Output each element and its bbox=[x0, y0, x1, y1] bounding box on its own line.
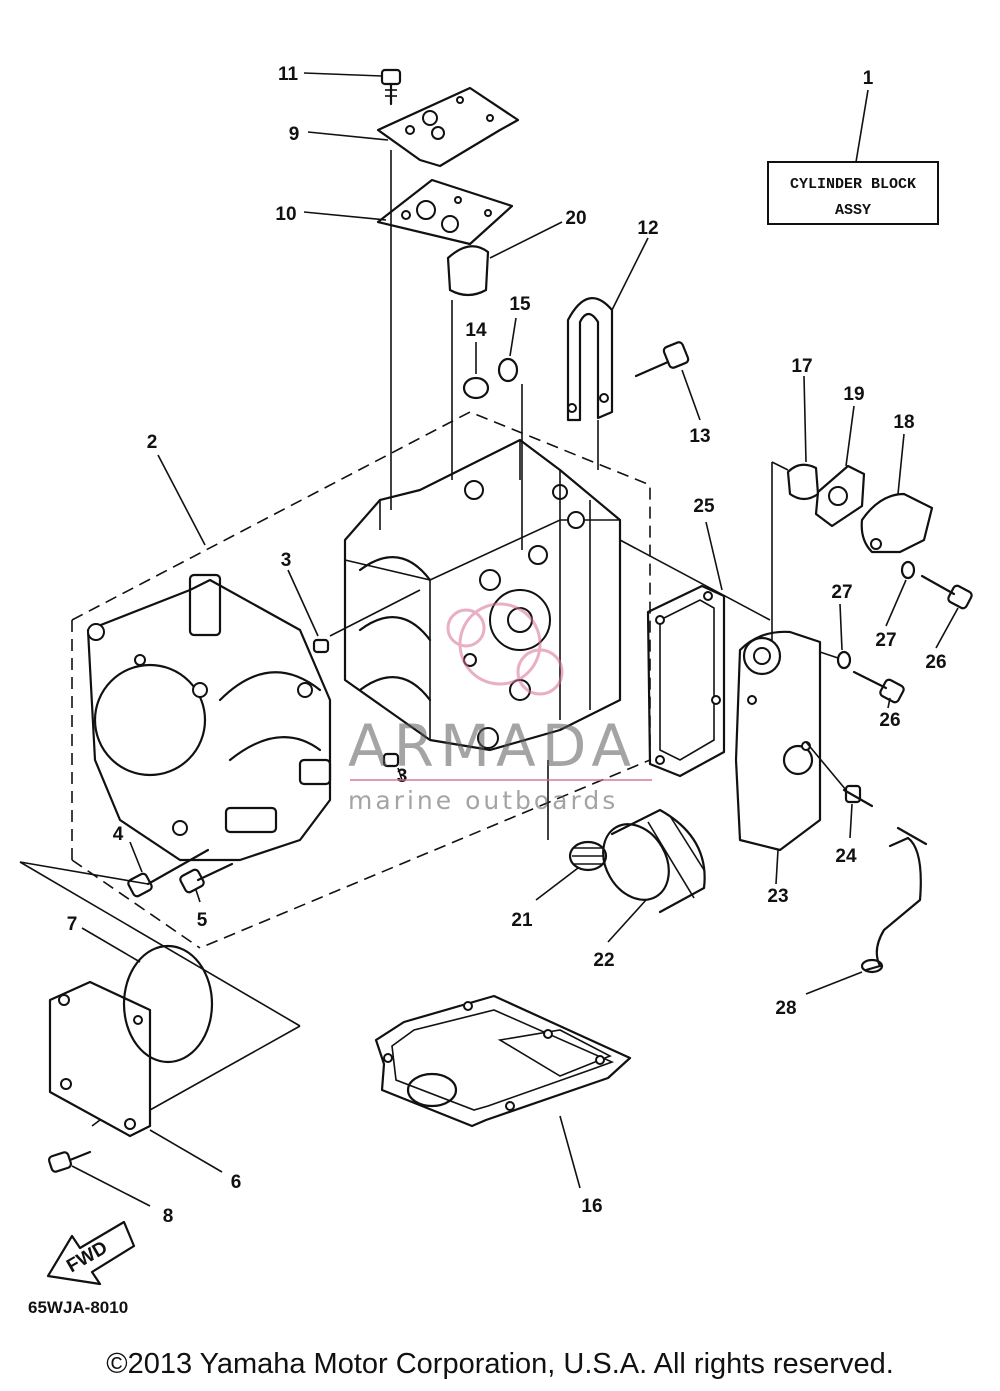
bolt-13 bbox=[634, 341, 690, 378]
bracket-group bbox=[566, 237, 701, 470]
callout-2: 2 bbox=[147, 432, 158, 453]
callout-5: 5 bbox=[197, 910, 208, 931]
callout-8: 8 bbox=[163, 1206, 174, 1227]
cylinder-block-assy-box: CYLINDER BLOCK ASSY bbox=[767, 89, 939, 225]
hose-group bbox=[805, 741, 928, 995]
callout-11: 11 bbox=[278, 64, 299, 85]
cover-plate-9 bbox=[376, 86, 520, 168]
cover-23 bbox=[734, 630, 822, 885]
callout-15: 15 bbox=[509, 294, 531, 315]
assy-box-line1: CYLINDER BLOCK bbox=[790, 176, 916, 193]
cover-plate-group bbox=[303, 68, 520, 510]
watermark-gear bbox=[446, 602, 564, 696]
watermark-subtitle: marine outboards bbox=[348, 786, 619, 815]
callout-14: 14 bbox=[465, 320, 487, 341]
lower-gasket-16 bbox=[374, 994, 632, 1189]
thermostat-group bbox=[771, 375, 934, 640]
callout-28: 28 bbox=[775, 998, 796, 1019]
washer-15 bbox=[497, 357, 519, 383]
plug-14 bbox=[462, 376, 490, 400]
cylinder-block bbox=[343, 438, 622, 752]
callout-numbers: 1 2 3 3 4 5 6 7 8 9 10 11 12 13 14 15 16… bbox=[67, 64, 947, 1227]
copyright-notice: ©2013 Yamaha Motor Corporation, U.S.A. A… bbox=[106, 1348, 894, 1380]
lower-left-cover bbox=[47, 927, 301, 1207]
watermark-underline bbox=[350, 779, 652, 781]
thermostat-17 bbox=[786, 463, 820, 501]
callout-21: 21 bbox=[511, 910, 533, 931]
callout-17: 17 bbox=[791, 356, 812, 377]
callout-13: 13 bbox=[689, 426, 710, 447]
cap-18 bbox=[860, 492, 934, 554]
crankcase-bolts bbox=[19, 841, 301, 1027]
upper-small-parts bbox=[446, 221, 563, 550]
oil-filter-22 bbox=[602, 808, 706, 914]
gasket-19 bbox=[814, 464, 866, 528]
anode-20 bbox=[446, 245, 490, 297]
callout-24: 24 bbox=[835, 846, 857, 867]
callout-22: 22 bbox=[593, 950, 614, 971]
callout-4: 4 bbox=[113, 824, 124, 845]
callout-20: 20 bbox=[565, 208, 586, 229]
bracket-12 bbox=[566, 297, 614, 422]
callout-25: 25 bbox=[693, 496, 715, 517]
callout-19: 19 bbox=[843, 384, 864, 405]
watermark-name: ARMADA bbox=[348, 712, 638, 780]
callout-23: 23 bbox=[767, 886, 788, 907]
crankcase bbox=[86, 573, 332, 862]
callout-1: 1 bbox=[863, 68, 874, 89]
callout-26a: 26 bbox=[925, 652, 946, 673]
fwd-arrow: FWD bbox=[46, 1220, 136, 1286]
drawing-code: 65WJA-8010 bbox=[28, 1298, 129, 1317]
screw-8 bbox=[47, 1150, 92, 1173]
gasket-25 bbox=[619, 521, 771, 778]
washers-and-bolts bbox=[819, 560, 973, 709]
callout-3b: 3 bbox=[397, 766, 408, 787]
oil-filter-group bbox=[535, 760, 706, 943]
callout-10: 10 bbox=[275, 204, 296, 225]
callout-16: 16 bbox=[581, 1196, 602, 1217]
gasket-10 bbox=[376, 178, 514, 246]
callout-27a: 27 bbox=[831, 582, 852, 603]
callout-27b: 27 bbox=[875, 630, 896, 651]
callout-18: 18 bbox=[893, 412, 914, 433]
fitting-21 bbox=[568, 840, 608, 872]
bolt-11 bbox=[380, 68, 402, 106]
o-ring-7 bbox=[122, 944, 214, 1064]
nipple-24 bbox=[842, 784, 874, 808]
callout-26b: 26 bbox=[879, 710, 900, 731]
callout-6: 6 bbox=[231, 1172, 242, 1193]
callout-12: 12 bbox=[637, 218, 658, 239]
dowel-pins bbox=[287, 569, 421, 781]
assy-box-line2: ASSY bbox=[835, 202, 871, 219]
callout-9: 9 bbox=[289, 124, 300, 145]
callout-3a: 3 bbox=[281, 550, 292, 571]
callout-7: 7 bbox=[67, 914, 78, 935]
